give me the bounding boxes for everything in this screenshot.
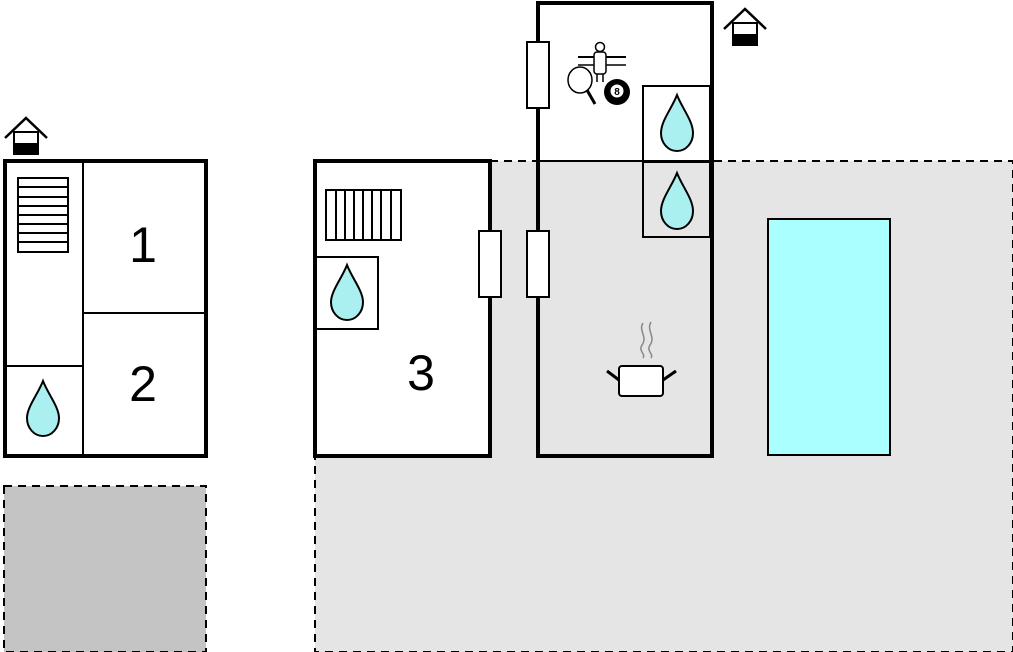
swimming-pool: [767, 218, 891, 456]
entrance-house-icon: [4, 116, 48, 155]
building-middle: 3: [313, 159, 502, 458]
carport-area: [3, 485, 207, 652]
building-right: 8: [526, 1, 714, 458]
window: [526, 230, 550, 298]
billiard-ball-icon: 8: [604, 79, 630, 105]
building-right-outline: [536, 1, 714, 458]
table-football-icon: [578, 41, 626, 82]
building-left-outline: [3, 159, 208, 458]
water-drop-icon: [25, 378, 61, 438]
kitchen-pot-icon: [606, 321, 677, 397]
stairs-icon: [17, 177, 69, 253]
stairs-icon: [325, 189, 402, 241]
room-label-1: 1: [129, 217, 157, 273]
room-label-2: 2: [129, 356, 157, 412]
water-drop-icon: [329, 262, 365, 322]
water-drop-icon: [659, 92, 695, 153]
window: [478, 230, 502, 298]
water-drop-icon: [659, 170, 695, 231]
room-label-3: 3: [407, 345, 435, 401]
billiard-ball-label: 8: [614, 87, 620, 98]
building-left: 1 2: [3, 159, 208, 458]
bathroom-box: [315, 256, 379, 330]
entrance-house-icon: [723, 7, 767, 46]
terrace-area: [314, 160, 1013, 652]
bathroom-box: [642, 161, 711, 238]
ping-pong-icon: [567, 66, 597, 105]
window: [526, 41, 550, 109]
